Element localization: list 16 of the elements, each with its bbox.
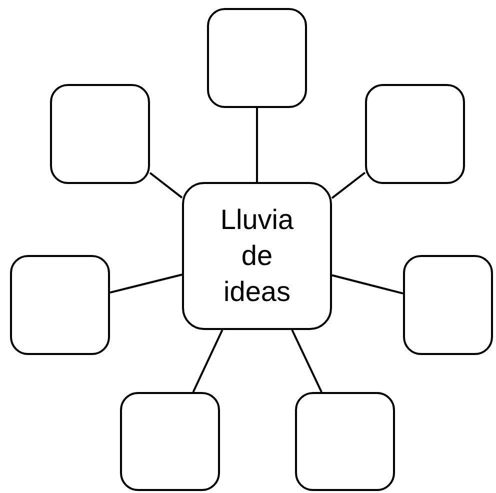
topic-text: Lluvia de ideas: [219, 203, 295, 309]
empty-box: [295, 392, 395, 491]
connector-line: [331, 172, 366, 199]
connector-line: [332, 274, 404, 294]
connector-line: [192, 330, 224, 392]
connector-line: [149, 172, 183, 198]
connector-line: [256, 108, 258, 182]
empty-box: [10, 255, 110, 355]
empty-box: [120, 392, 220, 491]
empty-box: [207, 8, 307, 108]
empty-box: [50, 84, 150, 184]
empty-box: [403, 255, 493, 355]
connector-line: [110, 274, 182, 294]
connector-line: [291, 330, 322, 392]
topic-box: [182, 182, 332, 330]
empty-box: [365, 84, 465, 184]
